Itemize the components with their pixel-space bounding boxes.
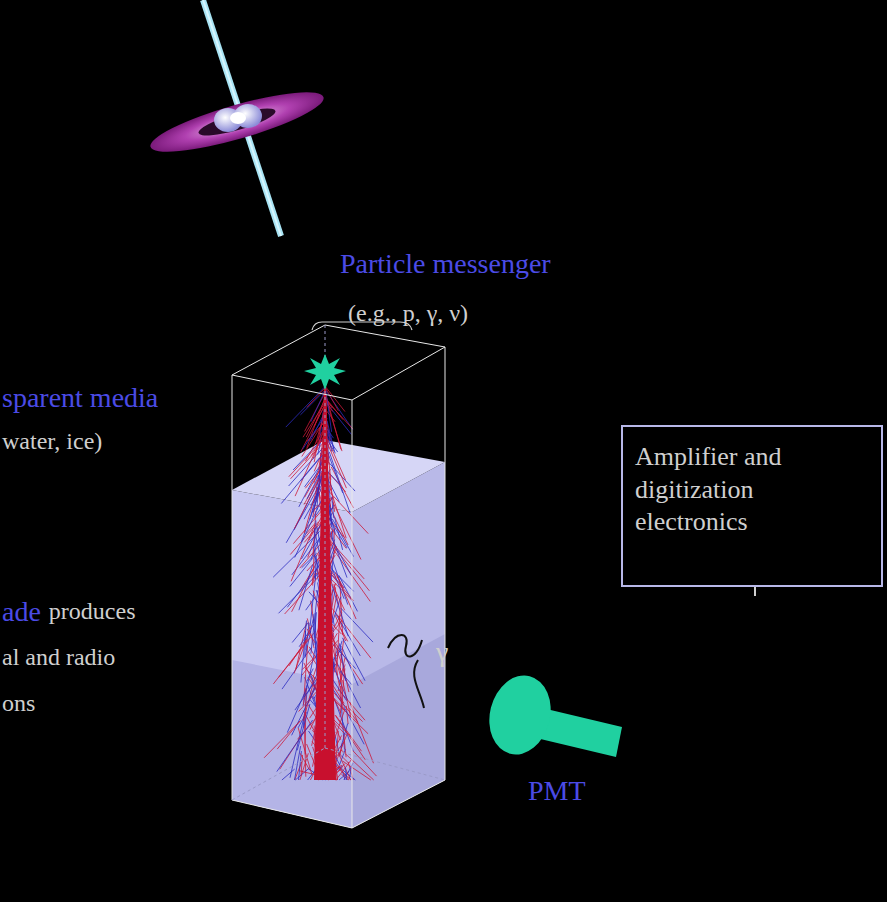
track <box>315 528 316 580</box>
track <box>333 633 337 676</box>
track <box>336 715 362 751</box>
track <box>340 686 341 700</box>
cascade-core <box>314 385 336 780</box>
track <box>264 720 301 757</box>
track <box>289 440 323 477</box>
track <box>346 768 347 780</box>
pmt-label: PMT <box>528 775 586 807</box>
water-deep-side <box>352 634 445 828</box>
track <box>301 755 303 776</box>
track <box>331 556 348 605</box>
cascade-note: produces <box>49 598 136 626</box>
track <box>307 669 313 682</box>
track <box>315 520 316 533</box>
cascade-note: al and radio <box>2 644 115 672</box>
track <box>295 500 322 557</box>
astro-source <box>146 0 328 236</box>
track <box>353 751 377 777</box>
track <box>342 638 365 681</box>
track <box>340 671 352 685</box>
track <box>330 474 340 484</box>
track <box>303 419 323 449</box>
track <box>335 572 344 588</box>
title-label: Particle messenger <box>340 248 551 280</box>
track <box>314 462 323 484</box>
track <box>334 693 358 723</box>
media-label: sparent media <box>2 382 158 414</box>
process-box: Amplifier and digitization electronics <box>621 425 883 587</box>
track <box>311 590 318 653</box>
track <box>341 608 373 642</box>
track <box>327 515 347 548</box>
track <box>289 639 307 666</box>
track <box>337 576 356 619</box>
accretion-disk <box>146 81 328 163</box>
wire-stub <box>754 587 756 596</box>
track <box>326 400 353 429</box>
track <box>291 525 315 581</box>
track <box>332 497 334 518</box>
disk-gap <box>196 103 277 140</box>
track <box>295 768 309 780</box>
track <box>282 769 295 780</box>
track <box>301 455 323 481</box>
track <box>285 573 322 614</box>
track <box>296 623 307 670</box>
cascade-note: ons <box>2 690 35 718</box>
track <box>329 528 347 577</box>
track <box>341 750 373 780</box>
tank <box>232 325 445 828</box>
cascade <box>264 385 376 780</box>
box-text: Amplifier and digitization electronics <box>635 441 869 539</box>
track <box>311 390 325 421</box>
track <box>277 720 313 772</box>
track <box>286 486 319 542</box>
tank-frame <box>232 325 445 828</box>
track <box>339 754 351 780</box>
track <box>328 565 354 591</box>
track <box>337 602 340 665</box>
interaction-star <box>304 354 346 390</box>
track <box>295 746 301 780</box>
track <box>304 487 317 533</box>
track <box>310 487 319 520</box>
track <box>306 597 316 611</box>
photon-symbol: γ <box>436 636 448 668</box>
core <box>230 112 246 124</box>
pmt-node: PMT <box>478 665 638 825</box>
track <box>279 631 316 677</box>
media-note: water, ice) <box>2 428 102 456</box>
track <box>335 615 346 641</box>
track <box>300 753 310 770</box>
track <box>328 429 336 453</box>
example-label: (e.g., p, γ, ν) <box>348 300 468 328</box>
track <box>307 629 315 643</box>
track <box>344 707 364 744</box>
photon-wave <box>388 635 424 708</box>
cascade-label: ade <box>2 596 41 628</box>
